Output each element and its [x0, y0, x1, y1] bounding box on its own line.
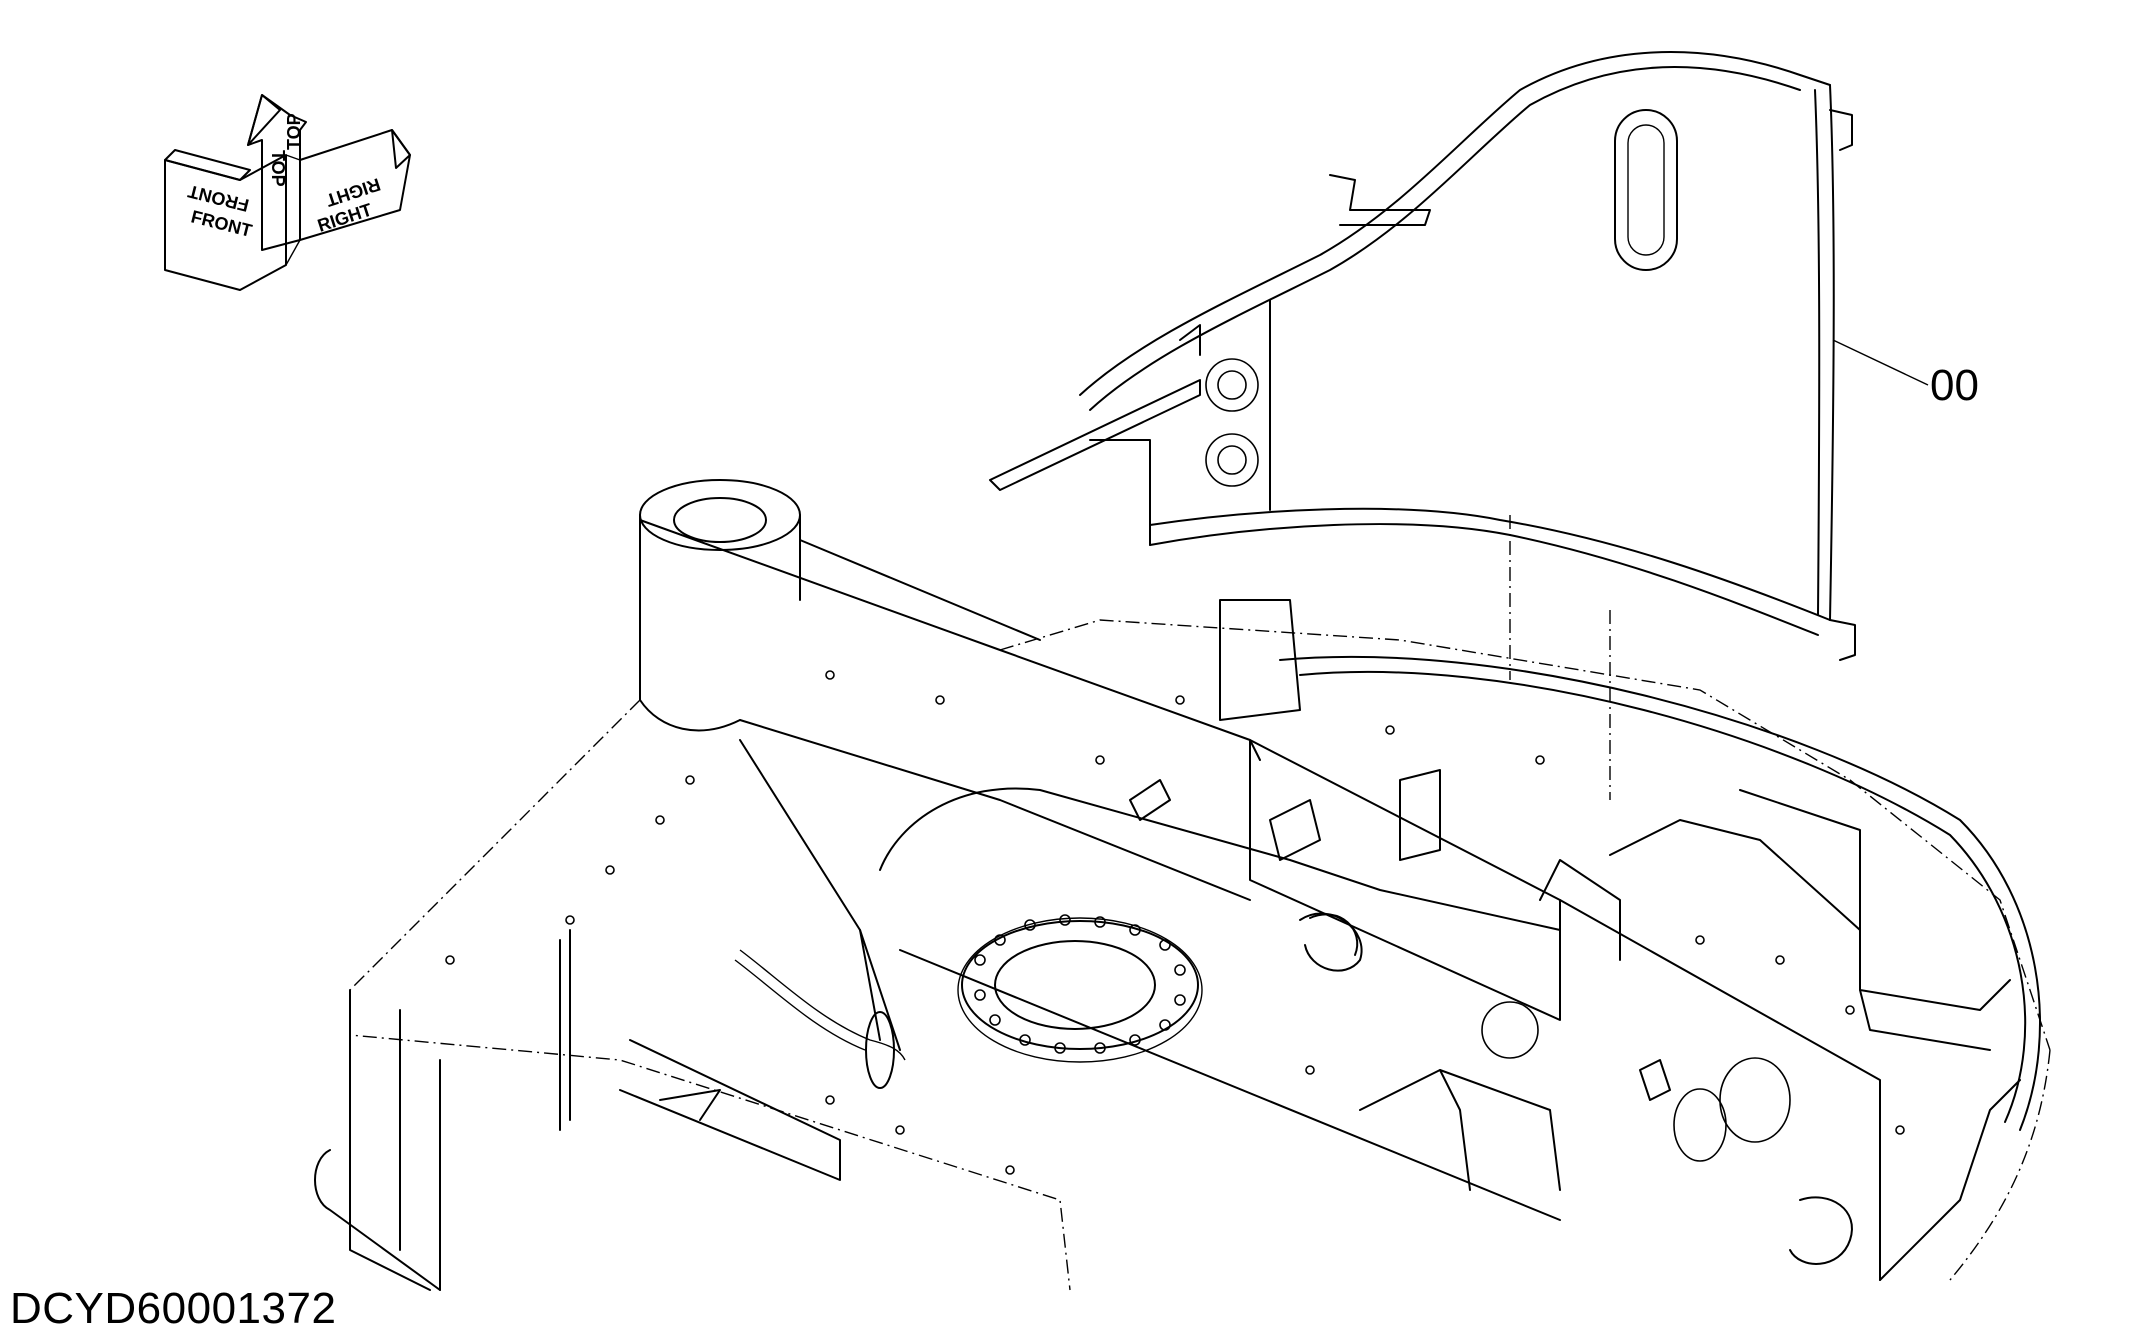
callout-label: 00	[1930, 361, 1979, 410]
top-mirror-label: TOP	[284, 113, 304, 150]
drawing-id: DCYD60001372	[10, 1284, 337, 1333]
frame-holes	[445, 670, 1905, 1175]
upper-frame	[314, 479, 2051, 1291]
orientation-arrow-icon: FRONT FRONT TOP TOP RIGHT RIGHT	[164, 94, 411, 291]
slewing-ring-bolts	[974, 914, 1186, 1054]
callout-00: 00	[1832, 339, 1979, 410]
top-label: TOP	[268, 150, 288, 187]
cover-panel	[989, 51, 1856, 661]
